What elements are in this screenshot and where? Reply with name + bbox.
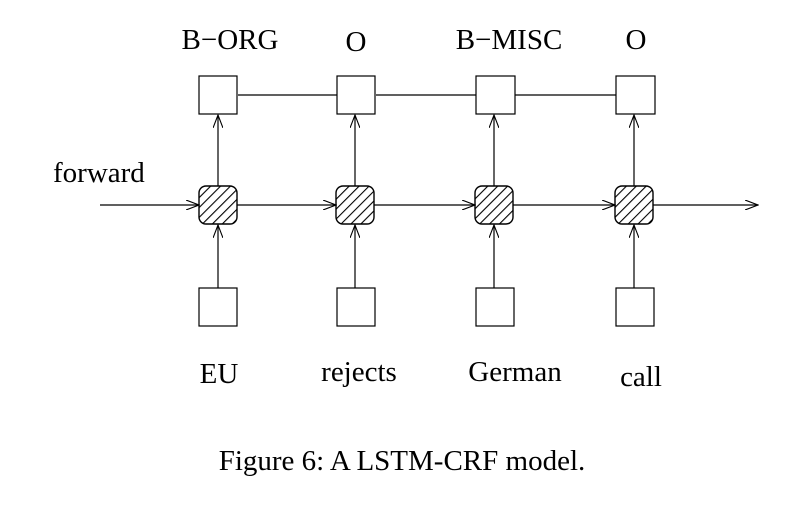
word-label: rejects — [321, 356, 397, 388]
word-node — [475, 287, 515, 327]
forward-label: forward — [53, 157, 145, 189]
tag-node — [615, 75, 656, 115]
lstm-cell — [335, 185, 375, 225]
word-label: German — [468, 356, 562, 388]
word-node — [198, 287, 238, 327]
tag-label: O — [346, 26, 367, 58]
tag-node — [475, 75, 516, 115]
tag-node — [336, 75, 376, 115]
lstm-cell — [614, 185, 654, 225]
tag-label: B−ORG — [182, 24, 279, 56]
lstm-cell — [198, 185, 238, 225]
figure-caption: Figure 6: A LSTM-CRF model. — [219, 445, 586, 477]
tag-label: B−MISC — [456, 24, 563, 56]
word-node — [615, 287, 655, 327]
tag-label: O — [626, 24, 647, 56]
word-label: EU — [200, 358, 239, 390]
word-node — [336, 287, 376, 327]
tag-node — [198, 75, 238, 115]
word-label: call — [620, 361, 662, 393]
lstm-cell — [474, 185, 514, 225]
